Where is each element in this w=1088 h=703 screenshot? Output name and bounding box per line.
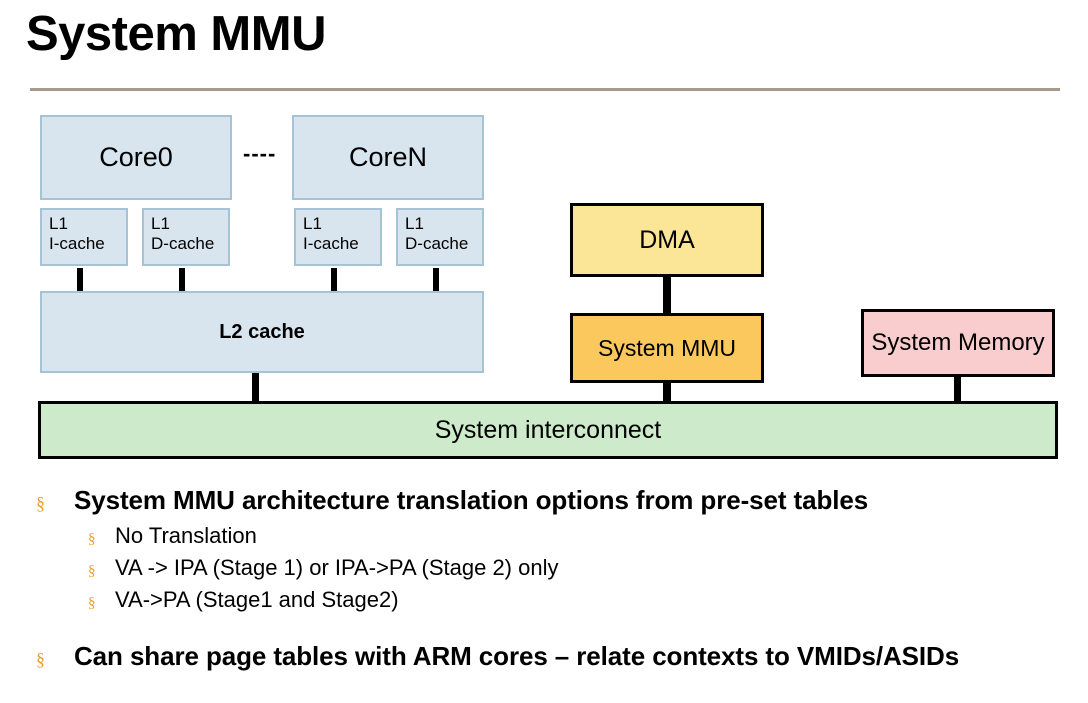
- dma-box: DMA: [570, 203, 764, 277]
- l1-icache-core0-line1: L1: [49, 214, 68, 233]
- bullet-group-spacer: [0, 619, 1088, 641]
- section-bullet-icon: §: [36, 493, 45, 513]
- core-box-core0: Core0: [40, 115, 232, 200]
- section-bullet-icon: §: [36, 649, 45, 669]
- bullet-item-0: § System MMU architecture translation op…: [0, 485, 1088, 523]
- coren-label: CoreN: [348, 141, 428, 172]
- bullet-item-3: § VA->PA (Stage1 and Stage2): [0, 587, 1088, 619]
- bullet-item-4: § Can share page tables with ARM cores –…: [0, 641, 1088, 679]
- bullet-item-1: § No Translation: [0, 523, 1088, 555]
- system-mmu-label: System MMU: [598, 334, 736, 361]
- system-memory-label: System Memory: [871, 329, 1045, 357]
- connector-l1-dcache-coren-to-l2: [433, 268, 439, 291]
- bullet-item-1-text: No Translation: [115, 523, 257, 548]
- connector-l1-icache-coren-to-l2: [331, 268, 337, 291]
- l1-dcache-core0-line1: L1: [151, 214, 170, 233]
- page-title: System MMU: [26, 7, 326, 61]
- l1-dcache-coren-line1: L1: [405, 214, 424, 233]
- bullet-item-0-text: System MMU architecture translation opti…: [74, 485, 869, 515]
- connector-dma-to-system-mmu: [663, 277, 671, 315]
- system-mmu-box: System MMU: [570, 313, 764, 383]
- l1-icache-coren: L1 I-cache: [294, 208, 382, 266]
- l1-icache-core0-line2: I-cache: [49, 233, 105, 253]
- core-box-coren: CoreN: [292, 115, 484, 200]
- system-memory-box: System Memory: [861, 309, 1055, 377]
- core0-label: Core0: [99, 141, 173, 172]
- connector-l1-dcache-core0-to-l2: [179, 268, 185, 291]
- core-link-dashes: ----: [243, 150, 277, 164]
- l1-icache-core0: L1 I-cache: [40, 208, 128, 266]
- l1-dcache-core0: L1 D-cache: [142, 208, 230, 266]
- system-interconnect-bar: System interconnect: [38, 401, 1058, 459]
- bullet-item-2-text: VA -> IPA (Stage 1) or IPA->PA (Stage 2)…: [115, 555, 559, 580]
- bullet-item-3-text: VA->PA (Stage1 and Stage2): [115, 587, 399, 612]
- l1-icache-coren-line1: L1: [303, 214, 322, 233]
- l2-cache-label: L2 cache: [219, 320, 305, 343]
- connector-system-memory-to-interconnect: [954, 377, 961, 403]
- connector-l1-icache-core0-to-l2: [77, 268, 83, 291]
- section-bullet-icon: §: [88, 531, 96, 547]
- title-divider: [30, 88, 1060, 91]
- system-interconnect-label: System interconnect: [434, 415, 662, 444]
- connector-l2-to-interconnect: [252, 373, 259, 403]
- bullet-item-4-text: Can share page tables with ARM cores – r…: [74, 641, 960, 671]
- bullet-item-2: § VA -> IPA (Stage 1) or IPA->PA (Stage …: [0, 555, 1088, 587]
- dma-label: DMA: [639, 225, 695, 254]
- bullet-list: § System MMU architecture translation op…: [0, 485, 1088, 679]
- section-bullet-icon: §: [88, 563, 96, 579]
- l1-icache-coren-line2: I-cache: [303, 233, 359, 253]
- l1-dcache-coren: L1 D-cache: [396, 208, 484, 266]
- l1-dcache-coren-line2: D-cache: [405, 233, 469, 253]
- section-bullet-icon: §: [88, 595, 96, 611]
- l2-cache-box: L2 cache: [40, 291, 484, 373]
- l1-dcache-core0-line2: D-cache: [151, 233, 215, 253]
